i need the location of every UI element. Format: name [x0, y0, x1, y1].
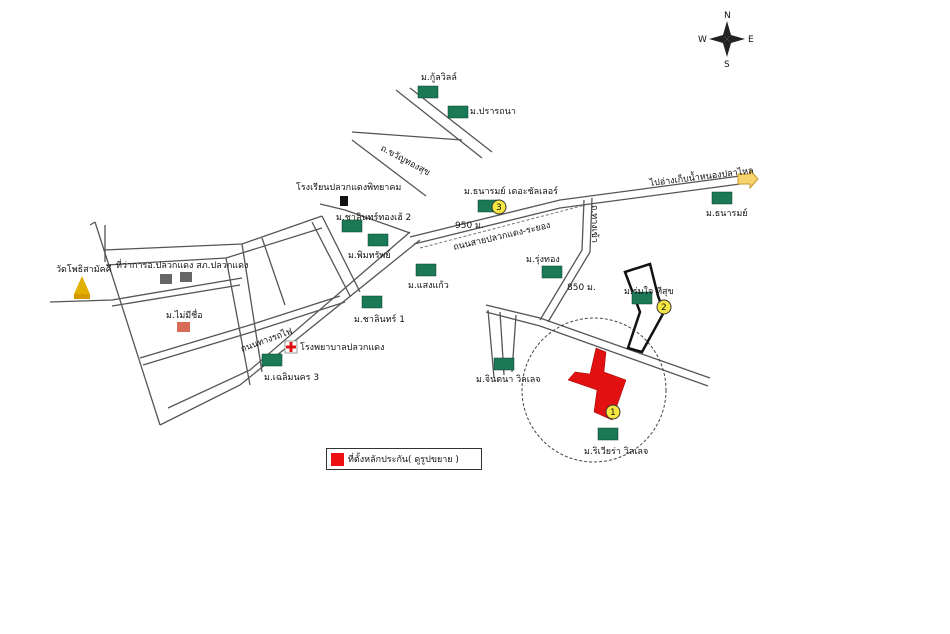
- label-dist-950: 950 ม.: [455, 221, 484, 231]
- house-icon: [493, 357, 515, 371]
- north-roads: [351, 87, 493, 197]
- label-moo-kulwil: ม.กู้ลวิลล์: [421, 71, 457, 83]
- label-moo-chalermnakorn: ม.เฉลิมนคร 3: [264, 372, 319, 383]
- temple-icon: [74, 276, 90, 299]
- compass-icon: N S E W: [698, 11, 754, 70]
- house-icon: [541, 265, 563, 279]
- label-moo-jintana: ม.จินตนา วิลเลจ: [476, 374, 541, 385]
- compass-e: E: [748, 35, 754, 45]
- label-moo-chonbot: ม.ชาลินทร์ 1: [354, 313, 405, 325]
- hospital-cross-icon: [284, 340, 298, 354]
- collateral-plot: [567, 347, 627, 421]
- legend-text: ที่ตั้งหลักประกัน( ดูรูปขยาย ): [348, 455, 459, 465]
- office-icon: [180, 272, 192, 282]
- legend: ที่ตั้งหลักประกัน( ดูรูปขยาย ): [326, 448, 482, 470]
- house-icon: [417, 85, 439, 99]
- label-to-pattaya: ไปอ่างเก็บน้ำหนองปลาไหล: [648, 163, 754, 189]
- marker-1: 1: [605, 404, 621, 420]
- house-icon: [261, 353, 283, 367]
- village-icon: [177, 322, 190, 332]
- label-district-office: ที่ว่าการอ.ปลวกแดง สภ.ปลวกแดง: [116, 258, 248, 271]
- legend-swatch: [331, 452, 344, 466]
- marker-3: 3: [491, 199, 507, 215]
- house-icon: [341, 219, 363, 233]
- compass-w: W: [698, 35, 707, 45]
- label-dist-850: 850 ม.: [567, 283, 596, 293]
- compass-n: N: [724, 11, 731, 21]
- house-icon: [361, 295, 383, 309]
- school-icon: [340, 196, 348, 206]
- house-icons: [261, 85, 733, 441]
- outlined-plot: [623, 262, 666, 354]
- label-moo-riviera: ม.ริเวียร่า วิลเลจ: [584, 446, 648, 457]
- label-moo-rungthong: ม.รุ่งทอง: [526, 255, 560, 265]
- svg-text:2: 2: [661, 303, 667, 313]
- house-icon: [415, 263, 437, 277]
- house-icon: [597, 427, 619, 441]
- office-icon: [160, 274, 172, 284]
- label-moo-mai-mi-chue: ม.ไม่มีชื่อ: [166, 308, 203, 321]
- zoom-circle: [521, 317, 667, 463]
- label-moo-thanarun: ม.ธนารมย์: [706, 207, 748, 219]
- compass-s: S: [724, 60, 730, 70]
- svg-text:1: 1: [610, 408, 616, 418]
- house-icon: [367, 233, 389, 247]
- label-school: โรงเรียนปลวกแดงพิทยาคม: [296, 182, 401, 193]
- label-moo-prannapa: ม.ปรารถนา: [470, 107, 516, 117]
- label-road-soi: ถ.ทางเข้า: [589, 205, 600, 243]
- east-roads: [485, 197, 711, 387]
- direction-arrow: [737, 168, 759, 190]
- label-moo-roomjai: ม.ร่มใจ ทีสุข: [624, 286, 674, 297]
- marker-2: 2: [656, 299, 672, 315]
- house-icon: [631, 291, 653, 305]
- label-moo-chalernkrung: ม.ชาลินทร์ทองเฮ้ 2: [336, 211, 411, 223]
- town-roads: [49, 203, 421, 426]
- house-icon: [711, 191, 733, 205]
- svg-text:3: 3: [496, 203, 502, 213]
- label-moo-saengkaew: ม.แสงแก้ว: [408, 280, 449, 291]
- label-wat: วัดโพธิสามัคคี: [56, 264, 112, 275]
- label-moo-phithak: ม.พิมทรัพย์: [348, 249, 391, 261]
- house-icon: [447, 105, 469, 119]
- label-road-khunthong: ถ.ขวัญทองสุข: [379, 144, 432, 178]
- label-moo-thanarun-chalet: ม.ธนารมย์ เดอะชัลเลอร์: [464, 185, 558, 197]
- label-hospital: โรงพยาบาลปลวกแดง: [300, 342, 384, 353]
- main-road: [409, 175, 741, 249]
